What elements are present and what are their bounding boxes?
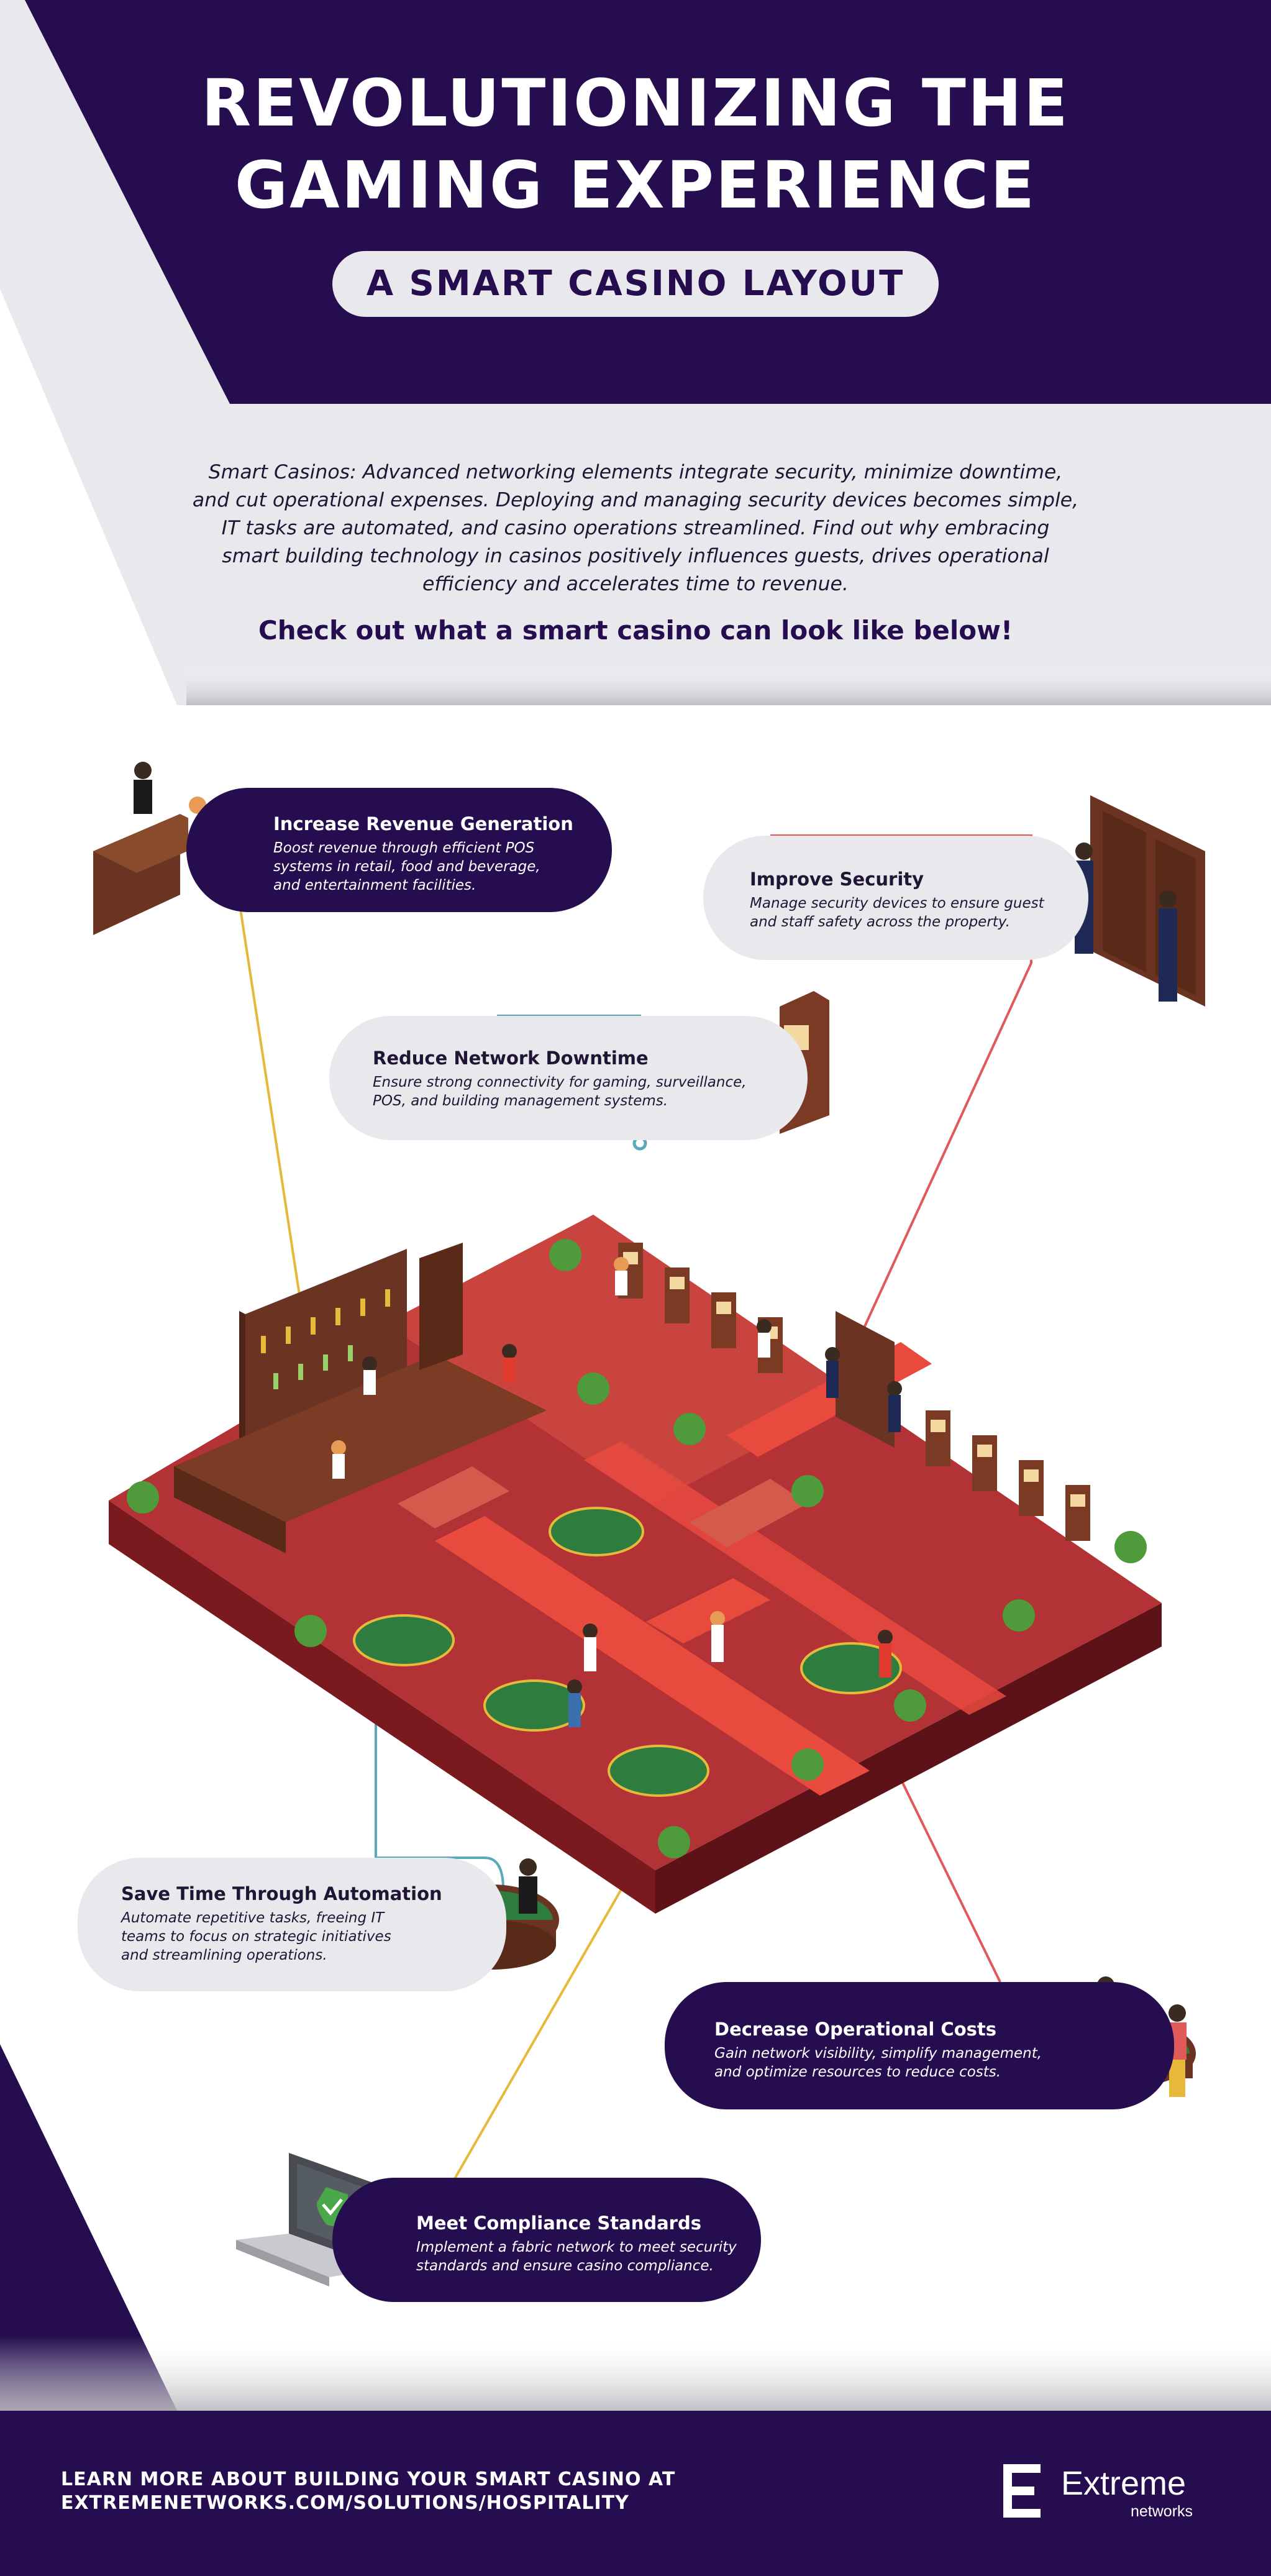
- title-line-2: GAMING EXPERIENCE: [234, 147, 1037, 223]
- intro-line: and cut operational expenses. Deploying …: [192, 489, 1079, 511]
- gray-band-shadow: [186, 665, 1271, 705]
- call-to-action: Check out what a smart casino can look l…: [258, 615, 1013, 646]
- bottom-shadow: [0, 2336, 1271, 2411]
- callout-text: Ensure strong connectivity for gaming, s…: [373, 1074, 747, 1109]
- footer-link-text[interactable]: LEARN MORE ABOUT BUILDING YOUR SMART CAS…: [61, 2468, 675, 2515]
- callout-title: Reduce Network Downtime: [373, 1048, 649, 1069]
- callout-costs: Decrease Operational Costs Gain network …: [665, 1982, 1174, 2109]
- intro-paragraph: Smart Casinos: Advanced networking eleme…: [186, 459, 1085, 598]
- footer-url[interactable]: EXTREMENETWORKS.COM/SOLUTIONS/HOSPITALIT…: [61, 2492, 629, 2514]
- callout-title: Increase Revenue Generation: [273, 813, 573, 834]
- footer-background: [0, 2411, 1271, 2576]
- callout-compliance: Meet Compliance Standards Implement a fa…: [332, 2178, 761, 2302]
- callout-title: Meet Compliance Standards: [416, 2213, 702, 2234]
- callout-title: Save Time Through Automation: [121, 1883, 442, 1904]
- callout-text: Implement a fabric network to meet secur…: [416, 2239, 737, 2274]
- callout-text: Gain network visibility, simplify manage…: [714, 2045, 1042, 2080]
- bottom-left-navy: [0, 2044, 177, 2411]
- header-background: [25, 0, 1271, 404]
- casino-floor-illustration: [109, 1215, 1162, 1914]
- subtitle-pill: A SMART CASINO LAYOUT: [332, 251, 939, 317]
- callout-title: Decrease Operational Costs: [714, 2019, 997, 2040]
- callout-revenue: Increase Revenue Generation Boost revenu…: [186, 788, 612, 912]
- title-line-1: REVOLUTIONIZING THE: [201, 65, 1070, 141]
- page-title: REVOLUTIONIZING THE GAMING EXPERIENCE: [0, 62, 1271, 226]
- logo-subtext: networks: [1131, 2503, 1193, 2520]
- extreme-logo-mark: [1003, 2464, 1041, 2518]
- intro-line: smart building technology in casinos pos…: [222, 545, 1049, 567]
- footer-line-1: LEARN MORE ABOUT BUILDING YOUR SMART CAS…: [61, 2469, 676, 2490]
- intro-line: efficiency and accelerates time to reven…: [422, 573, 849, 595]
- intro-line: Smart Casinos: Advanced networking eleme…: [208, 461, 1063, 483]
- intro-line: IT tasks are automated, and casino opera…: [221, 517, 1050, 539]
- callout-downtime: Reduce Network Downtime Ensure strong co…: [329, 1016, 808, 1140]
- callout-title: Improve Security: [750, 869, 924, 890]
- callout-security: Improve Security Manage security devices…: [703, 836, 1088, 960]
- callout-automation: Save Time Through Automation Automate re…: [78, 1858, 506, 1991]
- logo-wordmark: Extreme: [1061, 2465, 1187, 2502]
- security-vignette: [1075, 795, 1205, 1007]
